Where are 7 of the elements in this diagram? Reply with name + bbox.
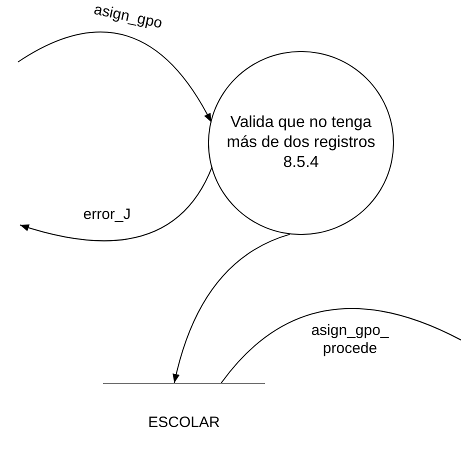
data-store-label: ESCOLAR [147,414,221,432]
process-label: Valida que no tenga más de dos registros 8.5.4 [226,113,376,173]
arrow [20,166,213,242]
arrow [18,32,212,123]
connector-line [220,308,461,384]
process-circle [208,51,394,235]
arrow [172,234,290,384]
